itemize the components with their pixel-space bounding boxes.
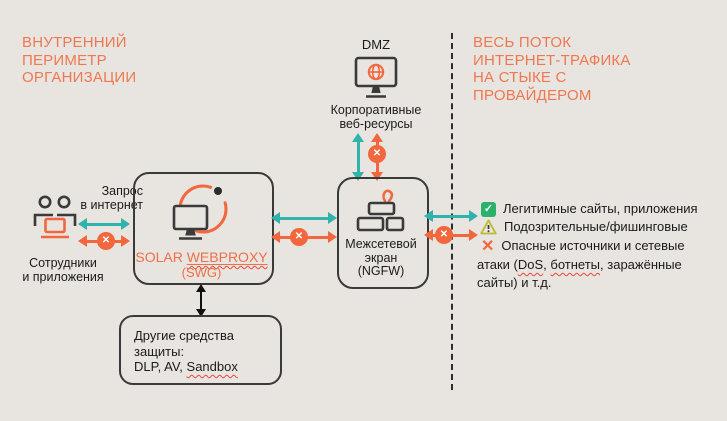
other-protection-label: Другие средства защиты: DLP, AV, Sandbox <box>134 328 238 374</box>
swg-other-protection-arrow <box>196 284 206 317</box>
warning-icon <box>480 219 497 235</box>
legend-item-label: Легитимные сайты, приложения <box>503 201 698 216</box>
legend-item-legitimate: ✓ Легитимные сайты, приложения <box>481 201 698 217</box>
provider-traffic-heading: ВЕСЬ ПОТОК ИНТЕРНЕТ-ТРАФИКА НА СТЫКЕ С П… <box>473 34 631 104</box>
other-protection-box <box>119 315 282 385</box>
internet-request-label: Запрос в интернет <box>80 184 143 212</box>
corporate-web-resources-label: Корпоративные веб-ресурсы <box>330 103 422 131</box>
swg-proxy-monitor-icon <box>166 182 236 249</box>
swg-ngfw-allowed-traffic-arrow <box>271 212 337 224</box>
blocked-icon: ✕ <box>97 232 115 250</box>
perimeter-divider-line <box>451 33 453 390</box>
legend-item-label: Подозрительные/фишинговые <box>504 219 688 234</box>
firewall-icon <box>355 186 407 239</box>
blocked-icon: ✕ <box>290 228 308 246</box>
blocked-icon: ✕ <box>368 145 386 163</box>
employees-icon <box>28 194 82 247</box>
cross-icon: ✕ <box>481 237 495 255</box>
legend-item-dangerous: ✕ Опасные источники и сетевые <box>481 238 685 254</box>
blocked-icon: ✕ <box>435 226 453 244</box>
legend-item-label: Опасные источники и сетевые <box>501 238 685 253</box>
internal-perimeter-heading: ВНУТРЕННИЙ ПЕРИМЕТР ОРГАНИЗАЦИИ <box>22 34 137 86</box>
swg-subtitle: (SWG) <box>181 265 222 280</box>
ngfw-label: Межсетевой экран (NGFW) <box>345 237 417 278</box>
swg-title: SOLAR WEBPROXY <box>135 249 268 265</box>
corporate-web-monitor-icon <box>354 56 398 108</box>
dmz-allowed-traffic-arrow <box>352 133 364 181</box>
legend-item-dangerous-line3: сайты) и т.д. <box>477 275 552 290</box>
check-icon: ✓ <box>481 201 496 217</box>
employees-label: Сотрудники и приложения <box>22 256 104 284</box>
legend-item-dangerous-line2: атаки (DoS, ботнеты, заражённые <box>477 257 682 272</box>
employees-allowed-traffic-arrow <box>78 218 130 230</box>
legend-item-suspicious: Подозрительные/фишинговые <box>480 219 688 235</box>
provider-allowed-traffic-arrow <box>424 210 478 222</box>
dmz-label: DMZ <box>361 37 391 52</box>
